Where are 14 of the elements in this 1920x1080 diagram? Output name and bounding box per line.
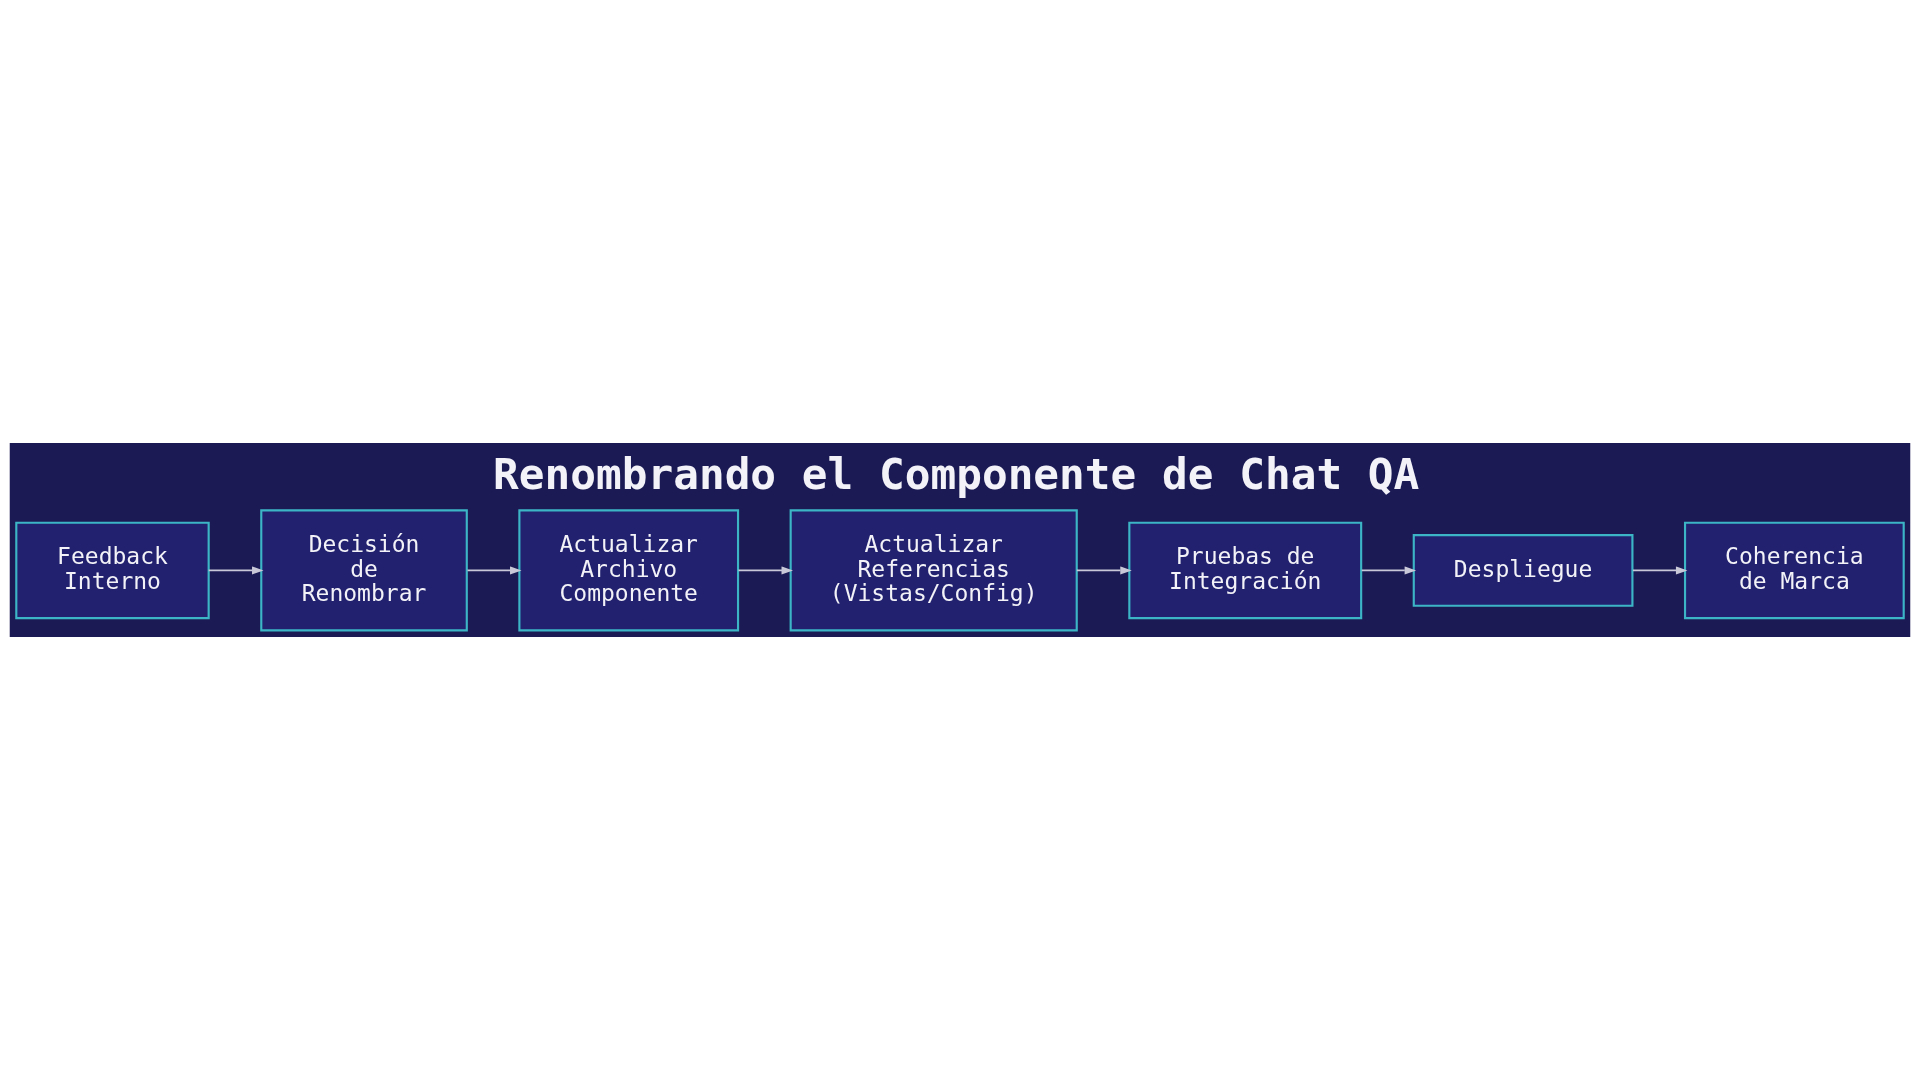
node-box: Decisión de Renombrar xyxy=(260,509,468,632)
diagram-title: Renombrando el Componente de Chat QA xyxy=(493,448,1420,499)
node-box: Actualizar Archivo Componente xyxy=(518,509,740,632)
node-box: Pruebas de Integración xyxy=(1128,521,1363,620)
arrow xyxy=(1076,566,1132,575)
node-box: Despliegue xyxy=(1412,534,1634,607)
arrow xyxy=(466,566,522,575)
arrow xyxy=(737,566,794,575)
arrow xyxy=(1360,566,1417,575)
arrow xyxy=(1632,566,1688,575)
node-box: Coherencia de Marca xyxy=(1683,521,1905,620)
arrow xyxy=(207,566,264,575)
node-box: Feedback Interno xyxy=(15,521,210,620)
node-box: Actualizar Referencias (Vistas/Config) xyxy=(789,509,1078,632)
